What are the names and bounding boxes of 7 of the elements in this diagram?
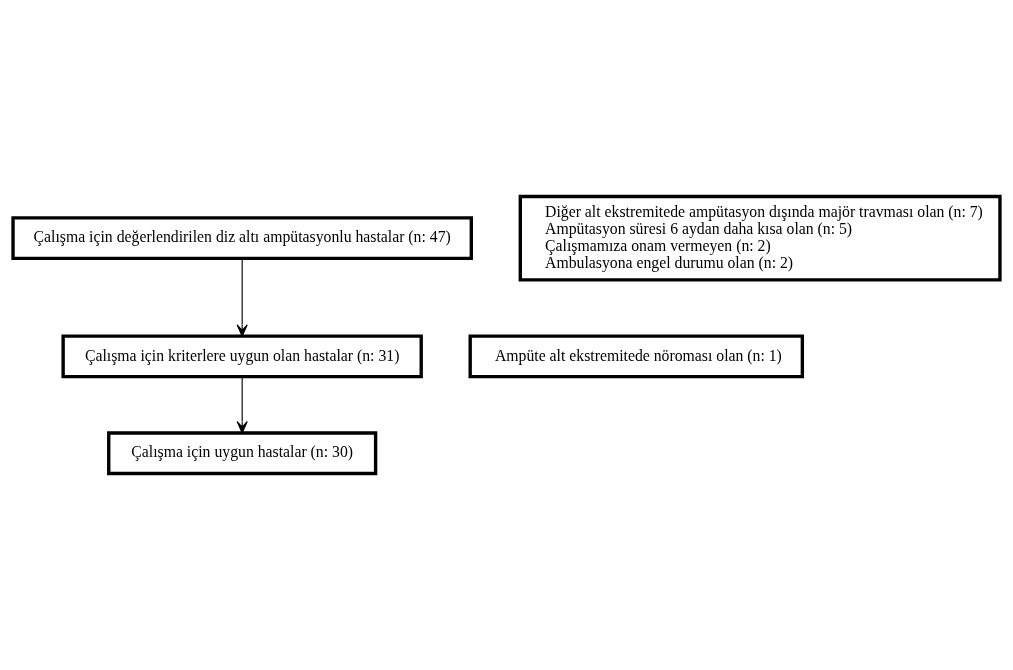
node-box: Diğer alt ekstremitede ampütasyon dışında majör travması olan (n: 7) Ampütasyon süresi 6 aydan daha kısa olan (n: 5) Çalışmamıza onam vermeyen (n: 2) Ambulasyona engel durumu olan (n: 2)	[518, 194, 1002, 282]
node-box: Çalışma için kriterlere uygun olan hastalar (n: 31)	[61, 334, 423, 379]
arrow	[236, 376, 248, 434]
node-box: Ampüte alt ekstremitede nöroması olan (n: 1)	[468, 334, 805, 379]
node-box: Çalışma için değerlendirilen diz altı ampütasyonlu hastalar (n: 47)	[11, 216, 473, 261]
node-box: Çalışma için uygun hastalar (n: 30)	[107, 431, 378, 476]
arrow	[236, 257, 248, 337]
